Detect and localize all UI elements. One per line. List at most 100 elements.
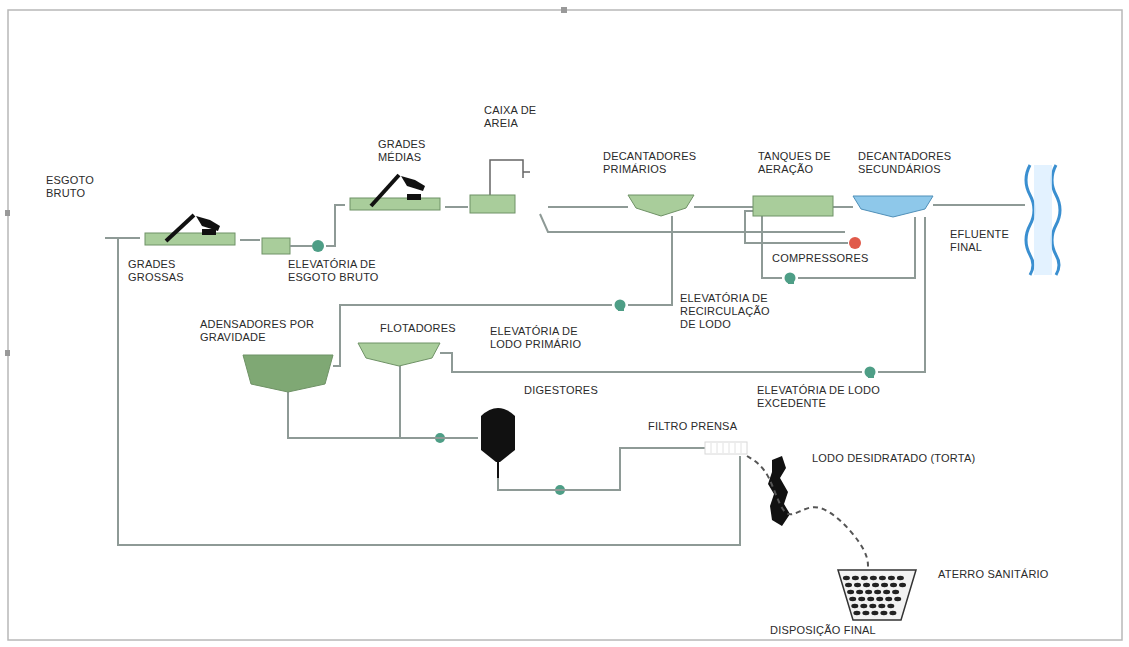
excess-sludge-pump: ELEVATÓRIA DE LODO EXCEDENTE xyxy=(862,366,878,378)
unit-drawing xyxy=(345,172,445,212)
unit-label: COMPRESSORES xyxy=(772,252,869,264)
unit-icon xyxy=(865,367,876,379)
unit-label-box: DECANTADORES SECUNDÁRIOS xyxy=(858,150,958,176)
unit-drawing xyxy=(753,196,833,216)
pipe-connector xyxy=(747,456,868,570)
unit-drawing xyxy=(848,236,862,250)
unit-icon xyxy=(262,238,324,254)
unit-label-box: ELEVATÓRIA DE ESGOTO BRUTO xyxy=(288,258,388,284)
unit-icon xyxy=(243,355,333,392)
gravity-thickener: ADENSADORES POR GRAVIDADE xyxy=(243,352,333,392)
landfill: ATERRO SANITÁRIO xyxy=(838,570,916,620)
unit-icon xyxy=(849,237,861,249)
unit-icon xyxy=(628,195,694,216)
frame-handle xyxy=(5,350,10,356)
pipe-connector xyxy=(445,206,468,208)
pipe-connector xyxy=(548,206,628,208)
compressor: COMPRESSORES xyxy=(848,236,862,250)
unit-icon xyxy=(350,175,440,210)
label-text: LODO DESIDRATADO (TORTA) xyxy=(812,452,975,464)
unit-label: DIGESTORES xyxy=(524,384,598,396)
effluent-pipe xyxy=(933,204,1025,206)
pipe-connector xyxy=(240,239,260,241)
unit-drawing xyxy=(243,352,333,392)
unit-label: TANQUES DE AERAÇÃO xyxy=(758,150,831,175)
unit-icon xyxy=(705,442,747,454)
unit-label: ADENSADORES POR GRAVIDADE xyxy=(200,318,314,343)
primary-clarifier: DECANTADORES PRIMÁRIOS xyxy=(628,192,694,216)
unit-label: GRADES MÉDIAS xyxy=(378,138,426,163)
unit-icon xyxy=(753,196,833,216)
pipe-connector xyxy=(833,206,853,208)
pipe-connector xyxy=(694,206,753,208)
frame xyxy=(8,10,1122,640)
recirculation-pump: ELEVATÓRIA DE RECIRCULAÇÃO DE LODO xyxy=(782,272,798,284)
secondary-clarifier: DECANTADORES SECUNDÁRIOS xyxy=(853,193,933,217)
unit-drawing xyxy=(628,192,694,216)
unit-icon xyxy=(481,408,515,478)
pipe-connector xyxy=(326,205,345,246)
pipe-connector xyxy=(878,217,925,372)
unit-label-box: GRADES GROSSAS xyxy=(128,258,193,284)
unit-icon xyxy=(358,343,440,366)
pipe-connector xyxy=(628,216,672,305)
unit-label: ATERRO SANITÁRIO xyxy=(938,568,1049,580)
unit-drawing xyxy=(612,299,628,311)
river-water xyxy=(1034,165,1052,275)
unit-label: ELEVATÓRIA DE ESGOTO BRUTO xyxy=(288,258,379,283)
unit-drawing xyxy=(838,570,916,620)
unit-label: DECANTADORES SECUNDÁRIOS xyxy=(858,150,951,175)
unit-label: FILTRO PRENSA xyxy=(648,420,737,432)
unit-label-box: ELEVATÓRIA DE RECIRCULAÇÃO DE LODO xyxy=(680,292,780,331)
unit-icon xyxy=(145,215,235,245)
pipe-connector xyxy=(288,392,478,438)
label-text: ESGOTO BRUTO xyxy=(46,174,94,199)
pipe-connector xyxy=(798,217,915,278)
unit-label: FLOTADORES xyxy=(380,322,456,334)
unit-drawing xyxy=(468,152,548,217)
unit-drawing xyxy=(140,212,240,247)
unit-drawing xyxy=(862,366,878,378)
unit-label-box: DIGESTORES xyxy=(524,384,614,397)
final-disposal-label: DISPOSIÇÃO FINAL xyxy=(770,624,940,637)
sludge-cake-label: LODO DESIDRATADO (TORTA) xyxy=(812,452,1012,465)
frame-handle xyxy=(561,7,567,13)
coarse-screen: GRADES GROSSAS xyxy=(140,212,240,247)
raw-sewage-pump: ELEVATÓRIA DE ESGOTO BRUTO xyxy=(260,232,326,256)
unit-label-box: COMPRESSORES xyxy=(772,252,872,265)
flotation-unit: FLOTADORES xyxy=(358,340,440,366)
unit-drawing xyxy=(853,193,933,217)
unit-label: ELEVATÓRIA DE LODO PRIMÁRIO xyxy=(490,325,581,350)
pipe-connector xyxy=(400,366,478,438)
unit-label-box: DECANTADORES PRIMÁRIOS xyxy=(603,150,703,176)
label-text: EFLUENTE FINAL xyxy=(950,228,1009,253)
grit-chamber: CAIXA DE AREIA xyxy=(468,152,548,217)
unit-drawing xyxy=(782,272,798,284)
unit-label-box: ADENSADORES POR GRAVIDADE xyxy=(200,318,330,344)
medium-screen: GRADES MÉDIAS xyxy=(345,172,445,212)
river xyxy=(1026,165,1060,275)
unit-icon xyxy=(785,273,796,285)
pipe-connector xyxy=(118,238,740,545)
unit-label: ELEVATÓRIA DE RECIRCULAÇÃO DE LODO xyxy=(680,292,770,330)
bypass-pipe xyxy=(540,214,845,232)
unit-label-box: ATERRO SANITÁRIO xyxy=(938,568,1088,581)
filter-press: FILTRO PRENSA xyxy=(705,440,747,456)
pipe-connector xyxy=(440,353,862,372)
unit-drawing xyxy=(358,340,440,366)
unit-icon xyxy=(853,196,933,217)
effluent-label: EFLUENTE FINAL xyxy=(950,228,1015,254)
sludge-cake-pile xyxy=(768,456,790,526)
unit-label: ELEVATÓRIA DE LODO EXCEDENTE xyxy=(757,384,880,409)
primary-sludge-pump: ELEVATÓRIA DE LODO PRIMÁRIO xyxy=(612,299,628,311)
pipe-connector xyxy=(333,305,612,366)
unit-label-box: FILTRO PRENSA xyxy=(648,420,748,433)
unit-label-box: FLOTADORES xyxy=(380,322,460,335)
unit-icon xyxy=(838,570,916,620)
unit-label: CAIXA DE AREIA xyxy=(484,104,536,129)
pipe-connector xyxy=(762,216,782,278)
unit-label-box: ELEVATÓRIA DE LODO PRIMÁRIO xyxy=(490,325,605,351)
unit-drawing xyxy=(478,398,518,478)
